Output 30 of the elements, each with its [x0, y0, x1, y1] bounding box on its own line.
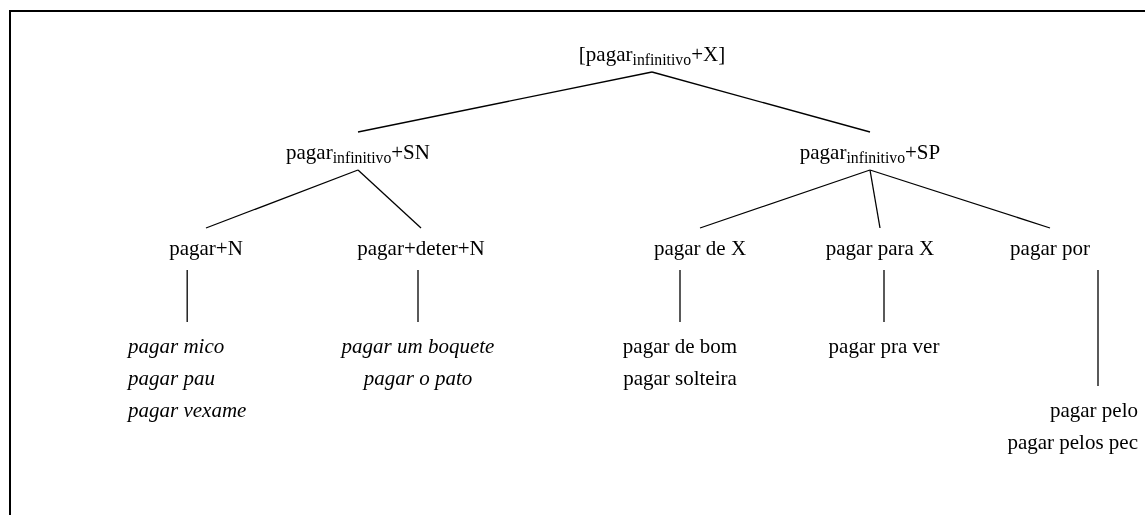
example-list: pagar solteira	[622, 362, 738, 394]
tree-node-label: pagar$_{infinitivo}$+SN	[286, 139, 430, 168]
tree-branch-line	[651, 71, 871, 133]
tree-root-label: [pagar$_{infinitivo}$+X]	[578, 41, 726, 70]
tree-node-label: pagar$_{infinitivo}$+SP	[799, 139, 941, 168]
tree-node-label: pagar+deter+N	[357, 235, 485, 262]
example-list: pagar pra ver	[828, 330, 940, 362]
tree-branch-line	[699, 169, 871, 229]
example-list: pagar o pato	[341, 362, 495, 394]
tree-branch-line	[869, 169, 881, 229]
tree-node-label: pagar por	[1010, 235, 1090, 262]
example-list: pagar pau	[128, 362, 247, 394]
example-list: pagar vexame	[128, 394, 247, 426]
tree-branch-line	[679, 269, 681, 323]
tree-branch-line	[357, 71, 653, 133]
tree-branch-line	[417, 269, 419, 323]
tree-node-label: pagar de X	[653, 235, 747, 262]
example-list: pagar de bom	[622, 330, 738, 362]
tree-branch-line	[869, 169, 1051, 229]
tree-node-label: pagar+N	[169, 235, 243, 262]
tree-branch-line	[205, 169, 359, 229]
tree-branch-line	[883, 269, 885, 323]
tree-branch-line	[357, 169, 422, 229]
example-list: pagar pelo	[1007, 394, 1138, 426]
tree-branch-line	[186, 269, 188, 323]
tree-node-label: pagar para X	[825, 235, 935, 262]
example-list: pagar mico	[128, 330, 247, 362]
example-list: pagar um boquete	[341, 330, 495, 362]
example-list: pagar pelos pec	[1007, 426, 1138, 458]
tree-branch-line	[1097, 269, 1099, 387]
